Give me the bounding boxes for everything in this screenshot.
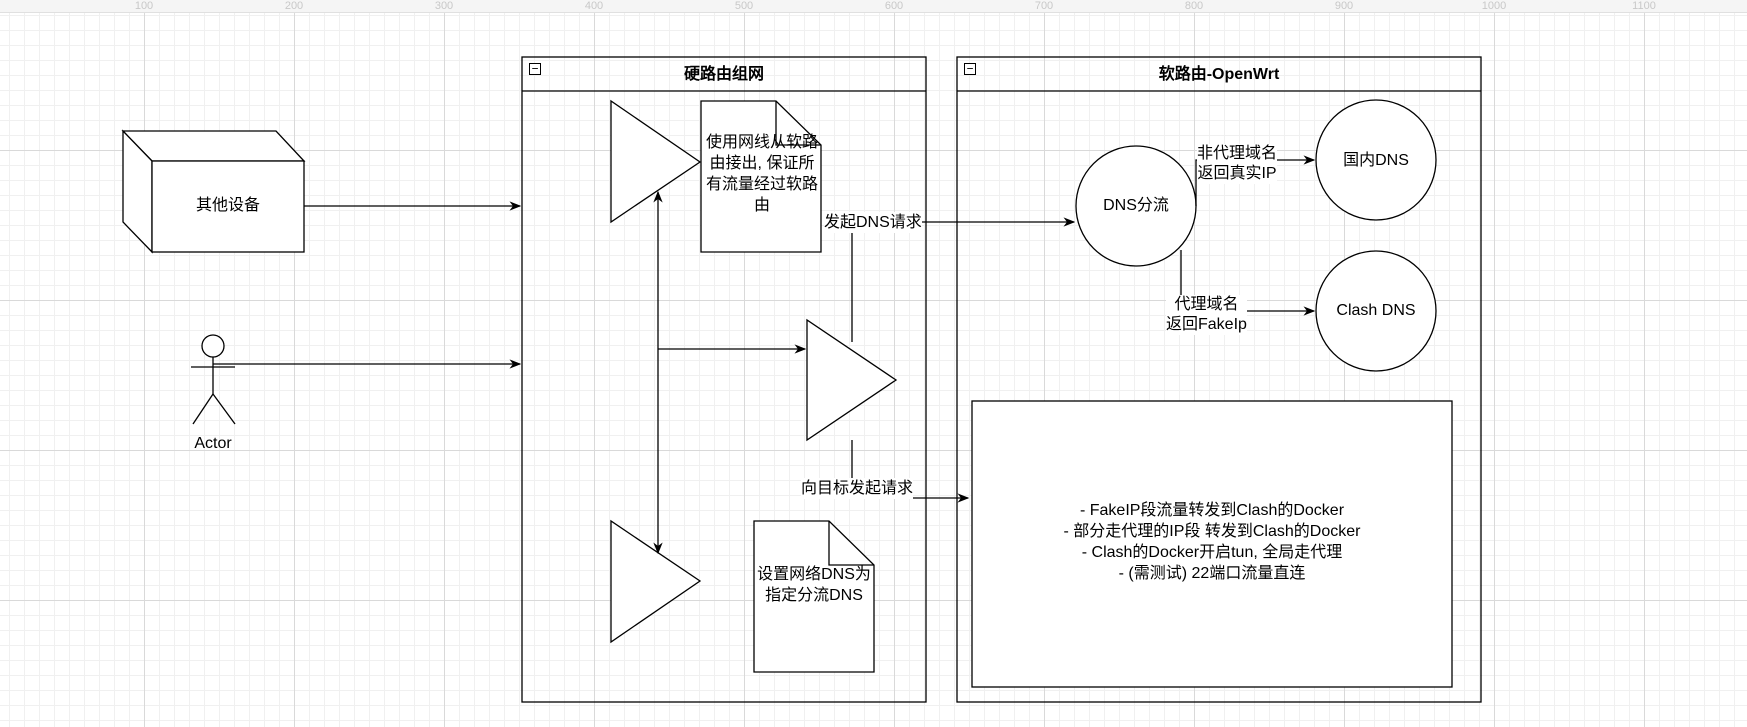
rule-line: - 部分走代理的IP段 转发到Clash的Docker xyxy=(1063,523,1361,540)
ruler-tick: 100 xyxy=(134,0,154,12)
router-triangle-bottom[interactable] xyxy=(610,519,702,644)
ruler-tick: 600 xyxy=(884,0,904,12)
actor-label: Actor xyxy=(194,435,232,452)
other-devices-cube[interactable] xyxy=(121,129,306,254)
domestic-dns-label: 国内DNS xyxy=(1343,152,1409,169)
dns-split-label: DNS分流 xyxy=(1103,197,1169,214)
edge-label-proxy-line1: 代理域名 xyxy=(1174,296,1239,313)
collapse-button-soft-router[interactable]: − xyxy=(964,63,976,75)
actor-figure[interactable] xyxy=(191,334,236,425)
edge-label-dns-request: 发起DNS请求 xyxy=(824,212,922,233)
edge-label-target-request: 向目标发起请求 xyxy=(801,478,914,499)
edge-label-proxy: 代理域名 返回FakeIp xyxy=(1166,295,1247,335)
rule-line: - (需测试) 22端口流量直连 xyxy=(1118,565,1306,582)
rule-line: - FakeIP段流量转发到Clash的Docker xyxy=(1079,502,1345,519)
note-dns-shape[interactable] xyxy=(753,520,875,673)
collapse-button-hard-router[interactable]: − xyxy=(529,63,541,75)
edge-label-non-proxy: 非代理域名 返回真实IP xyxy=(1197,144,1278,184)
ruler-tick: 1000 xyxy=(1481,0,1507,12)
rule-line: - Clash的Docker开启tun, 全局走代理 xyxy=(1081,544,1343,561)
ruler-tick: 200 xyxy=(284,0,304,12)
ruler-tick: 800 xyxy=(1184,0,1204,12)
rules-box[interactable] xyxy=(971,400,1453,688)
edge-label-non-proxy-line2: 返回真实IP xyxy=(1197,165,1277,182)
note-cable-shape[interactable] xyxy=(700,100,822,253)
note-dns-text: 设置网络DNS为指定分流DNS xyxy=(757,566,871,604)
rules-box-text: - FakeIP段流量转发到Clash的Docker - 部分走代理的IP段 转… xyxy=(972,500,1452,584)
clash-dns-label: Clash DNS xyxy=(1336,302,1416,319)
clash-dns-circle[interactable] xyxy=(1315,250,1437,372)
pool-title-hard-router: 硬路由组网 xyxy=(683,66,764,83)
ruler-tick: 700 xyxy=(1034,0,1054,12)
pool-title-soft-router: 软路由-OpenWrt xyxy=(1158,66,1280,83)
ruler-tick: 1100 xyxy=(1632,0,1656,12)
edge-dns-request[interactable] xyxy=(851,217,1076,342)
edge-label-proxy-line2: 返回FakeIp xyxy=(1166,316,1247,333)
edge-label-non-proxy-line1: 非代理域名 xyxy=(1197,145,1278,162)
router-triangle-middle[interactable] xyxy=(806,318,898,442)
ruler-tick: 500 xyxy=(734,0,754,12)
ruler-tick: 400 xyxy=(584,0,604,12)
router-triangle-top[interactable] xyxy=(610,99,702,224)
note-cable-text: 使用网线从软路由接出, 保证所有流量经过软路由 xyxy=(705,134,818,214)
other-devices-label: 其他设备 xyxy=(195,197,260,214)
ruler-tick: 900 xyxy=(1334,0,1354,12)
top-ruler: 100 200 300 400 500 600 700 800 900 1000… xyxy=(0,0,1747,13)
pool-hard-router[interactable] xyxy=(521,56,927,703)
pool-soft-router[interactable] xyxy=(956,56,1482,703)
domestic-dns-circle[interactable] xyxy=(1315,99,1437,221)
ruler-tick: 300 xyxy=(434,0,454,12)
